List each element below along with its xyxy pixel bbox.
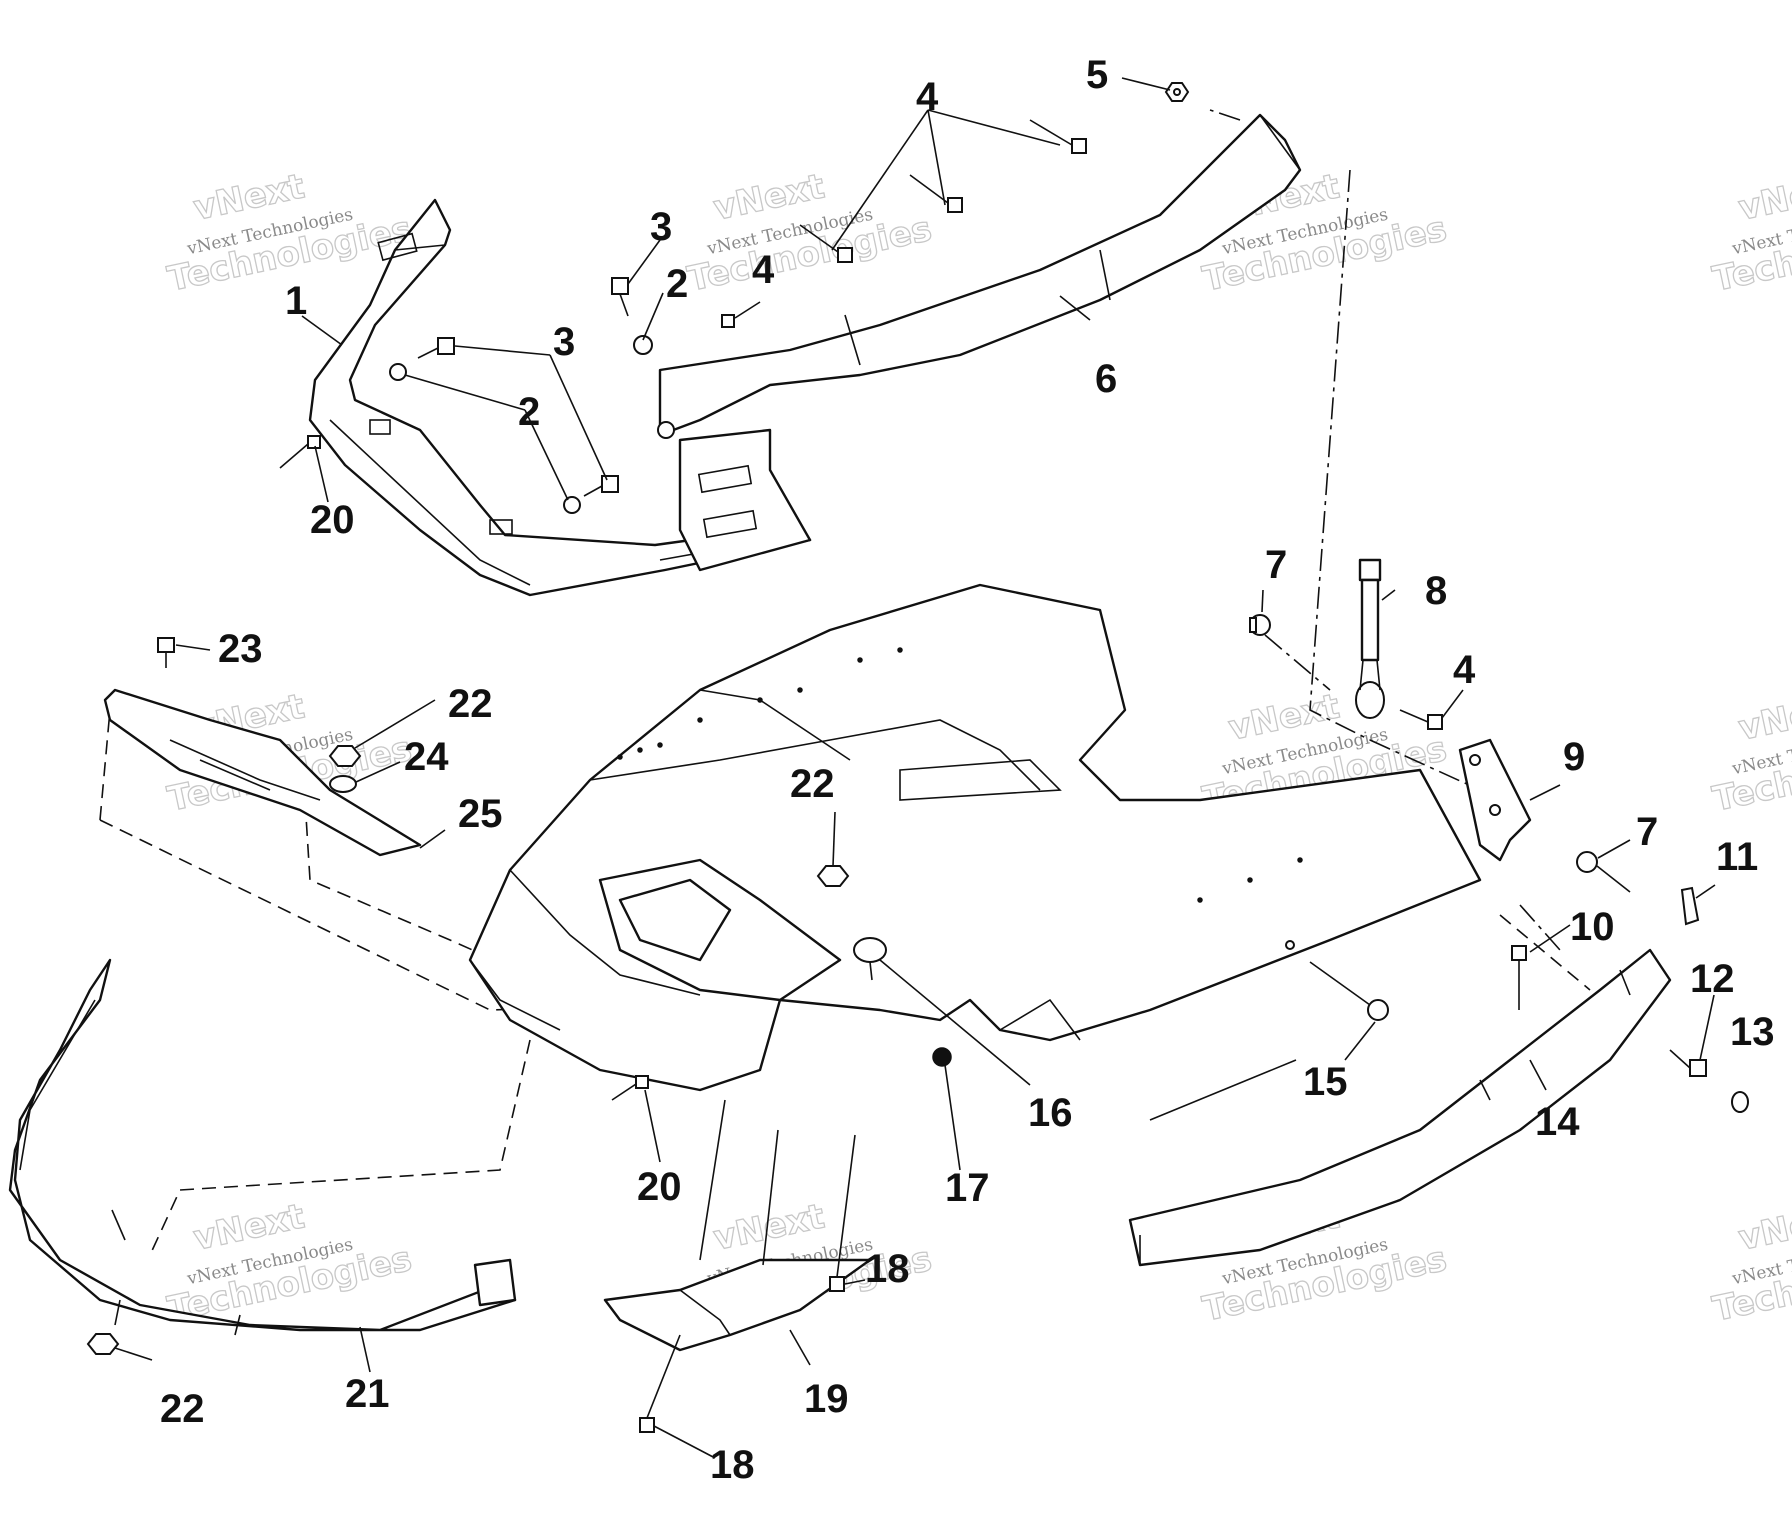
bolt-10 xyxy=(1511,945,1527,1010)
clip-7 xyxy=(1576,851,1631,893)
callout-2: 2 xyxy=(666,262,688,306)
callout-10: 10 xyxy=(1570,905,1615,949)
callout-5: 5 xyxy=(1086,53,1108,97)
callout-18: 18 xyxy=(865,1247,910,1291)
callout-4: 4 xyxy=(752,248,775,292)
callout-21: 21 xyxy=(345,1372,390,1416)
callout-14: 14 xyxy=(1535,1100,1580,1144)
callout-4: 4 xyxy=(916,75,939,119)
leader-lines xyxy=(111,77,1716,1459)
part-21-front-bumper xyxy=(8,958,517,1336)
callout-20: 20 xyxy=(310,498,355,542)
callout-25: 25 xyxy=(458,792,503,836)
part-8-strap xyxy=(1355,558,1385,719)
screw-20 xyxy=(611,1075,649,1101)
bolt-12 xyxy=(1669,1049,1707,1077)
callout-8: 8 xyxy=(1425,569,1447,613)
grommet-16 xyxy=(853,937,887,981)
watermark: vNext vNext Technologies Technologies xyxy=(164,1196,416,1331)
pan-rivets xyxy=(617,647,1303,903)
nut-22 xyxy=(328,745,362,767)
callout-24: 24 xyxy=(404,735,449,779)
callout-18: 18 xyxy=(710,1443,755,1487)
main-belly-pan xyxy=(468,583,1482,1092)
bolt-3 xyxy=(611,277,629,317)
callout-23: 23 xyxy=(218,627,263,671)
watermark: vNext vNext Technologies Technologies xyxy=(164,166,416,301)
callout-22: 22 xyxy=(160,1387,205,1431)
part-6-top-crossbar xyxy=(657,113,1302,572)
watermark-top: vNext xyxy=(1735,686,1792,748)
callout-3: 3 xyxy=(553,320,575,364)
bolt-4 xyxy=(909,174,963,213)
washer-2 xyxy=(389,363,407,381)
watermark: vNext vNext Technologies Technologies xyxy=(684,166,936,301)
hardware xyxy=(86,82,1749,1433)
watermark-top: vNext xyxy=(1735,1196,1792,1258)
clip-11 xyxy=(1680,886,1700,926)
watermark: vNext vNext Technologies Technologies xyxy=(1709,166,1792,301)
bolt-3 xyxy=(583,475,619,497)
callout-6: 6 xyxy=(1095,357,1117,401)
part-19-skid-plate xyxy=(603,1258,872,1352)
callout-15: 15 xyxy=(1303,1060,1348,1104)
screw-18 xyxy=(829,1134,856,1292)
callout-16: 16 xyxy=(1028,1091,1073,1135)
screw-20 xyxy=(279,435,321,469)
callout-labels: 1 2 2 3 3 4 4 4 5 6 7 7 8 9 10 11 12 13 … xyxy=(160,53,1775,1487)
nut-22 xyxy=(816,865,850,887)
callout-13: 13 xyxy=(1730,1010,1775,1054)
washer-2 xyxy=(563,496,581,514)
clip-7 xyxy=(1249,614,1271,636)
bolt-4 xyxy=(721,314,735,328)
grommet-13 xyxy=(1731,1091,1749,1113)
callout-17: 17 xyxy=(945,1166,990,1210)
bolt-23 xyxy=(157,637,175,668)
callout-22: 22 xyxy=(790,762,835,806)
bolt-3 xyxy=(417,337,455,359)
plug-17 xyxy=(932,1047,952,1067)
fastener-15 xyxy=(1285,940,1389,1021)
callout-7: 7 xyxy=(1636,810,1658,854)
callout-19: 19 xyxy=(804,1377,849,1421)
bolt-4 xyxy=(1029,119,1087,154)
part-14-bumper-bar xyxy=(1128,948,1672,1267)
bolt-4 xyxy=(1399,709,1443,730)
callout-9: 9 xyxy=(1563,735,1585,779)
watermark: vNext vNext Technologies Technologies xyxy=(1709,1196,1792,1331)
callout-11: 11 xyxy=(1716,835,1758,879)
assembly-lines xyxy=(99,109,1591,1256)
nut-5 xyxy=(1164,82,1190,102)
callout-1: 1 xyxy=(285,279,307,323)
callout-12: 12 xyxy=(1690,957,1735,1001)
washer-24 xyxy=(329,775,357,793)
washer-2 xyxy=(633,335,653,355)
callout-22: 22 xyxy=(448,682,493,726)
callout-4: 4 xyxy=(1453,648,1476,692)
part-25-left-bracket xyxy=(103,688,422,857)
callout-2: 2 xyxy=(518,390,540,434)
callout-7: 7 xyxy=(1265,543,1287,587)
nut-22 xyxy=(86,1333,120,1355)
watermark-top: vNext xyxy=(1735,166,1792,228)
callout-3: 3 xyxy=(650,205,672,249)
callout-20: 20 xyxy=(637,1165,682,1209)
part-9-bracket xyxy=(1458,738,1532,862)
screw-18 xyxy=(639,1334,681,1433)
watermark: vNext vNext Technologies Technologies xyxy=(1709,686,1792,821)
bolt-4 xyxy=(799,224,853,263)
